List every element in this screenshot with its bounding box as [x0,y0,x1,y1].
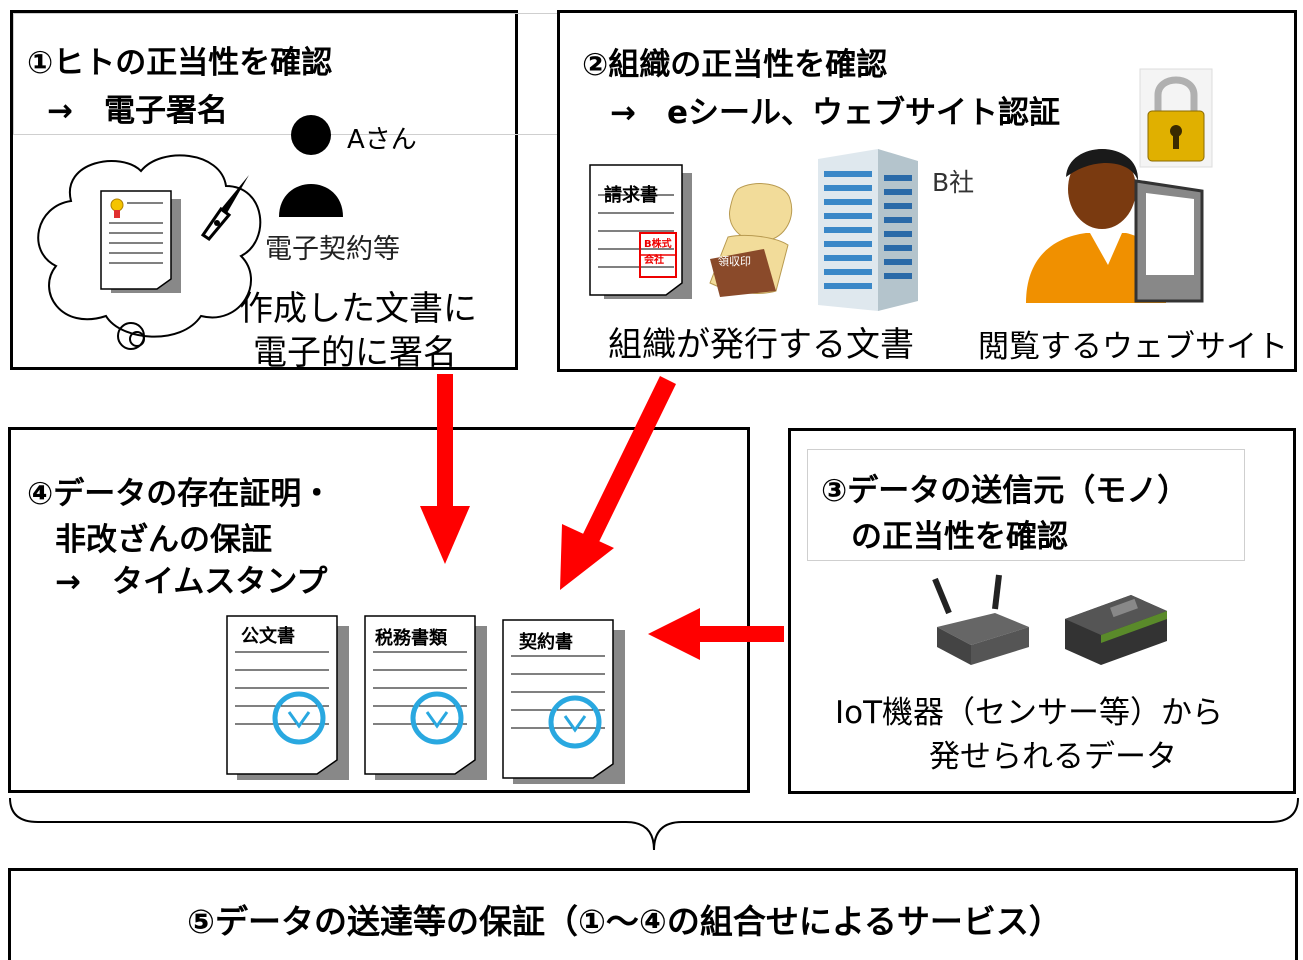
seal-text: 領収印 [718,255,751,268]
caption-website: 閲覧するウェブサイト [978,329,1288,365]
arrow-box2-to-docs [560,376,676,590]
panel-organization-authentication: ②組織の正当性を確認 → eシール、ウェブサイト認証 請求書 B株式会社 領収印 [557,10,1297,372]
signed-document-icon [100,190,181,293]
iot-router-icon [932,574,1029,665]
timestamped-document-icon [502,619,625,784]
panel-title-line-1: ③データの送信元（モノ） [821,473,1189,509]
panel-subtitle: → eシール、ウェブサイト認証 [610,95,1060,131]
caption-line-1: 作成した文書に [239,289,477,329]
document-label: 契約書 [519,632,573,653]
arrow-box1-to-docs [420,374,470,564]
document-label: 税務書類 [375,628,447,649]
panel-title: ①ヒトの正当性を確認 [27,45,333,81]
title-frame [807,449,1245,561]
timestamped-document-icon [226,615,349,780]
user-with-computer-icon [1026,148,1204,303]
person-icon [279,115,343,217]
obd-sensor-icon [1065,595,1167,665]
caption-line-1: IoT機器（センサー等）から [835,695,1224,731]
document-public: 公文書 [225,614,355,784]
office-building-icon [818,149,918,311]
document-tax: 税務書類 [363,614,493,784]
document-contract: 契約書 [501,618,631,788]
panel-person-authentication: ①ヒトの正当性を確認 → 電子署名 Aさん 電子契約等 作成した文書に 電子的に… [10,10,599,373]
invoice-label: 請求書 [604,185,658,206]
panel-title-line-2: の正当性を確認 [851,519,1068,555]
caption-issued-docs: 組織が発行する文書 [608,325,914,365]
panel-subtitle: → 電子署名 [47,93,228,129]
person-label: Aさん [347,125,417,155]
panel-title-line-1: ④データの存在証明・ [27,476,333,512]
timestamped-document-icon [364,615,487,780]
panel-device-authentication: ③データの送信元（モノ） の正当性を確認 IoT機器（センサー等）から 発せられ… [788,428,1296,794]
caption-line-2: 発せられるデータ [929,739,1177,775]
fountain-pen-icon [200,175,249,241]
panel-subtitle: → タイムスタンプ [55,564,328,600]
grouping-brace-icon [9,797,1299,851]
document-label: 公文書 [241,626,295,647]
company-stamp-text: B株式会社 [644,239,672,266]
panel-delivery-guarantee: ⑤データの送達等の保証（①～④の組合せによるサービス） [8,868,1298,960]
contract-label: 電子契約等 [265,234,400,265]
arrow-box3-to-docs [648,608,784,660]
panel-title: ②組織の正当性を確認 [582,47,888,83]
invoice-document-icon [589,164,692,299]
padlock-icon [1139,68,1213,168]
seal-stamp-icon [709,183,793,297]
panel-timestamp: ④データの存在証明・ 非改ざんの保証 → タイムスタンプ 公文書 [8,427,750,793]
panel-title-line-2: 非改ざんの保証 [55,522,272,558]
caption-line-2: 電子的に署名 [253,333,457,373]
company-label: B社 [932,168,975,197]
panel-title: ⑤データの送達等の保証（①～④の組合せによるサービス） [187,902,1062,941]
